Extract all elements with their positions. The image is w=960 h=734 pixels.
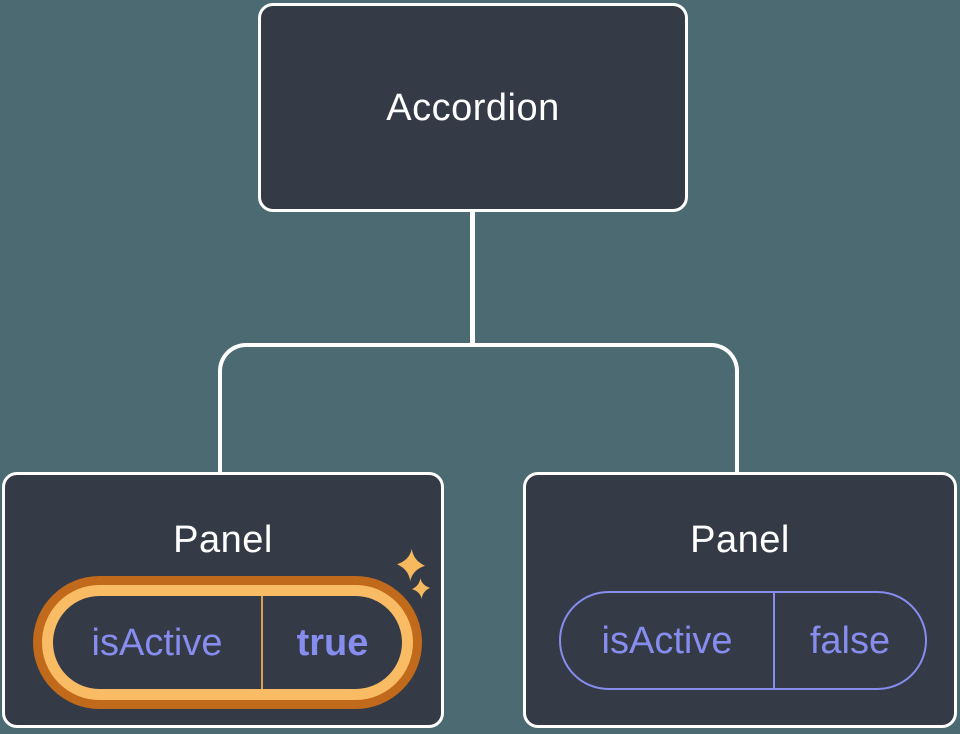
state-value-label: false (809, 619, 891, 662)
connector-stem (470, 210, 475, 347)
accordion-node: Accordion (258, 3, 688, 212)
connector-bracket (218, 343, 739, 472)
panel-node-active: Panel isActive true (2, 472, 444, 728)
state-key-label: isActive (601, 619, 733, 662)
panel-node-label: Panel (690, 519, 790, 561)
panel-node-label: Panel (173, 519, 273, 561)
state-value-label: true (296, 621, 369, 664)
accordion-node-label: Accordion (386, 86, 560, 129)
sparkle-icon-large (396, 547, 426, 582)
state-pill-inactive: isActive false (559, 591, 927, 690)
sparkle-icon-small (411, 577, 430, 599)
state-pill-divider (261, 596, 263, 689)
panel-node-inactive: Panel isActive false (523, 472, 957, 728)
state-pill-divider (773, 593, 775, 688)
state-pill-active: isActive true (42, 585, 413, 700)
state-key-label: isActive (91, 621, 223, 664)
